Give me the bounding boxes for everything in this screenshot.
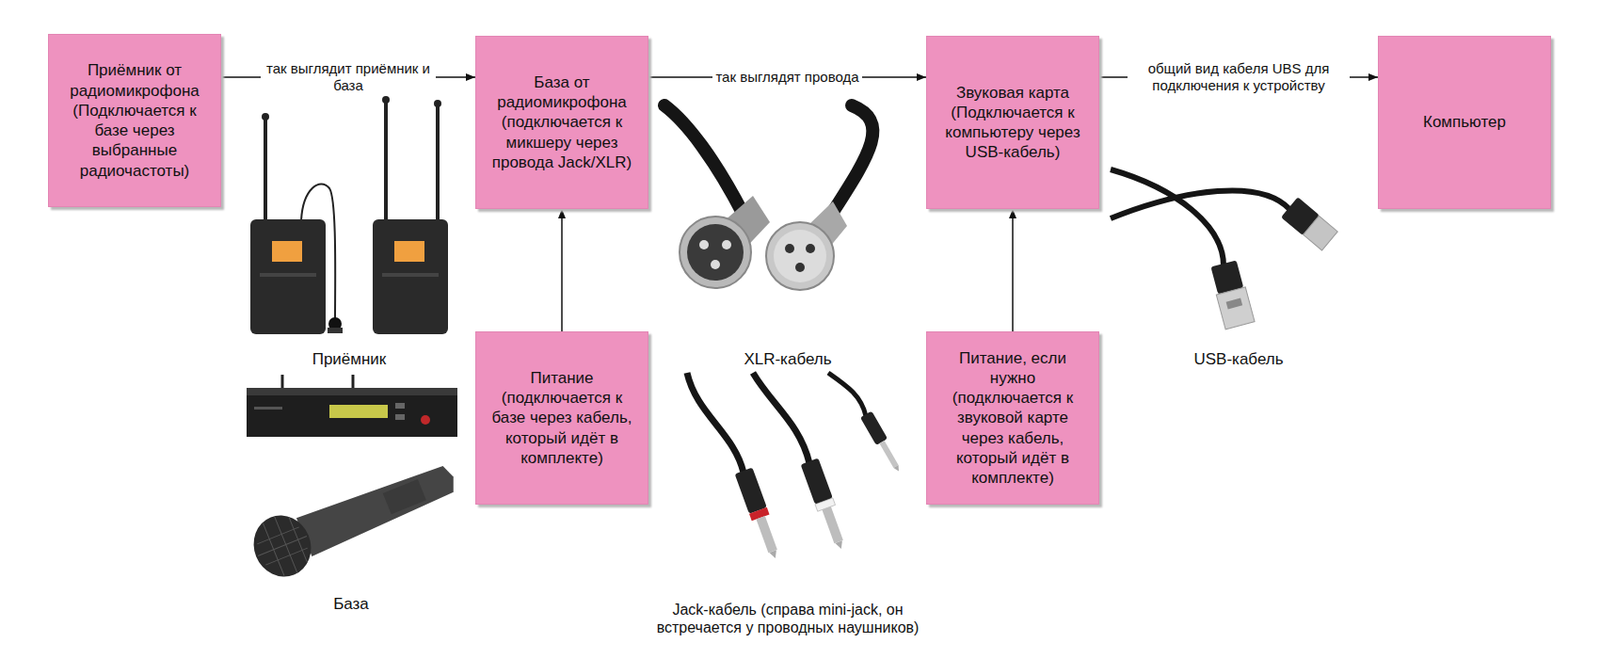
mic-handle-detail [383,479,427,514]
process-box: Компьютер [1377,35,1552,209]
mic-head [244,506,320,586]
xlr-cable-illustration [664,105,873,290]
plug-boot [860,411,888,446]
xlr-female [766,222,834,290]
plug-metal [1303,215,1339,251]
mic-handle [296,457,462,557]
base-unit-detail [254,406,283,410]
handheld-mic [244,448,465,586]
plug-tip [893,464,901,473]
jack-cable [828,372,866,416]
usb-b-plug [1280,196,1339,251]
antenna [352,374,355,390]
usb-a-plug [1209,259,1256,330]
xlr-hole [795,262,805,272]
xlr-male-face [687,224,744,281]
plug-sleeve [755,515,777,553]
arrow-connector [560,208,563,332]
receiver-detail [382,272,439,277]
mic-mesh [246,508,319,584]
xlr-hole [805,243,816,254]
transmitter-screen [272,240,303,262]
plug-tip [768,549,779,560]
arrow-connector [1011,208,1014,332]
base-unit-top [246,387,458,396]
usb-cable [1110,169,1224,266]
jack-plug [800,458,851,553]
process-box: Питание (подключается к базе через кабел… [475,331,649,505]
antenna-tip [433,99,442,108]
box-text: Компьютер [1423,112,1506,132]
xlr-cable [664,105,744,215]
antenna [384,99,388,223]
usb-cable-illustration [1110,169,1339,330]
xlr-hole [784,243,795,254]
box-text: Приёмник от радиомикрофона (Подключается… [58,60,211,181]
antenna [263,116,268,223]
jack-plug [735,467,785,562]
power-button [420,415,431,425]
connector-label: общий вид кабеля UBS для подключения к у… [1127,60,1350,95]
base-unit-button [395,414,405,420]
jack-cable [752,372,810,464]
process-box: Приёмник от радиомикрофона (Подключается… [48,33,222,208]
process-box: Питание, если нужно (подключается к звук… [926,331,1100,505]
plug-sleeve [879,440,898,468]
caption-label: База [275,594,427,614]
receiver-illustration [250,96,448,335]
caption-label: USB-кабель [1153,350,1324,369]
base-unit-button [395,402,405,409]
transmitter-body [250,219,326,335]
jack-cable [687,372,744,473]
plug-sleeve [821,506,843,544]
xlr-male [679,216,752,288]
lavalier-clip [327,327,343,334]
antenna-tip [382,96,390,104]
antenna [281,374,285,390]
caption-label: Jack-кабель (справа mini-jack, он встреч… [646,600,929,637]
receiver-body [372,219,448,335]
plug-boot [800,458,833,505]
antenna [435,103,440,223]
box-text: Звуковая карта (Подключается к компьютер… [936,82,1089,163]
box-text: Питание, если нужно (подключается к звук… [936,348,1089,489]
usb-cable [1110,190,1290,219]
receiver-screen [394,240,425,262]
mini-jack-plug [860,411,905,476]
xlr-pin [710,259,720,270]
plug-tip [834,540,845,550]
plug-detail [1226,298,1244,310]
box-text: Питание (подключается к базе через кабел… [485,368,639,468]
base-unit-illustration [246,374,458,437]
box-text: База от радиомикрофона (подключается к м… [485,72,639,173]
caption-label: Приёмник [273,350,425,369]
antenna-tip [261,112,270,121]
jack-cable-illustration [687,372,905,561]
xlr-pin [699,240,709,250]
caption-label: XLR-кабель [703,350,873,369]
connector-label: так выглядит приёмник и база [260,60,436,95]
xlr-female-face [773,229,827,283]
process-box: База от радиомикрофона (подключается к м… [475,35,649,209]
connector-label: так выглядят провода [712,68,862,86]
transmitter-detail [259,272,317,277]
base-unit-body [246,387,458,437]
plug-boot [735,467,768,514]
base-unit-display [329,404,388,418]
plug-metal [1216,287,1255,330]
process-box: Звуковая карта (Подключается к компьютер… [926,35,1100,209]
xlr-pin [721,240,732,250]
